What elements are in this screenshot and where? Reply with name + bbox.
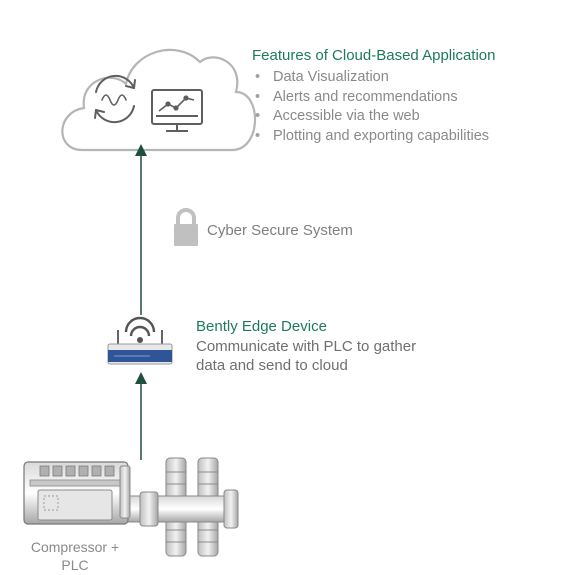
list-item: • Data Visualization bbox=[255, 68, 489, 88]
compressor-label: Compressor + PLC bbox=[0, 538, 150, 574]
list-item: • Plotting and exporting capabilities bbox=[255, 127, 489, 147]
list-item: • Accessible via the web bbox=[255, 107, 489, 127]
router-icon bbox=[107, 316, 173, 365]
cloud-icon bbox=[61, 48, 257, 152]
features-title: Features of Cloud-Based Application bbox=[252, 47, 496, 64]
edge-device-description: Communicate with PLC to gather data and … bbox=[196, 338, 417, 374]
edge-device-title: Bently Edge Device bbox=[196, 318, 327, 335]
feature-label: Accessible via the web bbox=[273, 108, 420, 124]
compressor-icon bbox=[23, 457, 239, 557]
bullet: • bbox=[255, 127, 261, 144]
bullet: • bbox=[255, 108, 261, 124]
features-list: • Data Visualization • Alerts and recommen… bbox=[255, 68, 489, 146]
sync-icon bbox=[94, 74, 136, 124]
bullet: • bbox=[255, 69, 261, 85]
cyber-secure-label: Cyber Secure System bbox=[207, 222, 353, 239]
compressor-label-line2: PLC bbox=[61, 557, 89, 573]
compressor-label-line1: Compressor + bbox=[30, 539, 120, 555]
feature-label: Plotting and exporting capabilities bbox=[273, 127, 490, 144]
lock-icon bbox=[174, 208, 198, 246]
feature-label: Alerts and recommendations bbox=[273, 88, 458, 105]
monitor-chart-icon bbox=[151, 89, 203, 132]
bullet: • bbox=[255, 88, 261, 105]
feature-label: Data Visualization bbox=[273, 69, 389, 85]
list-item: • Alerts and recommendations bbox=[255, 88, 489, 108]
